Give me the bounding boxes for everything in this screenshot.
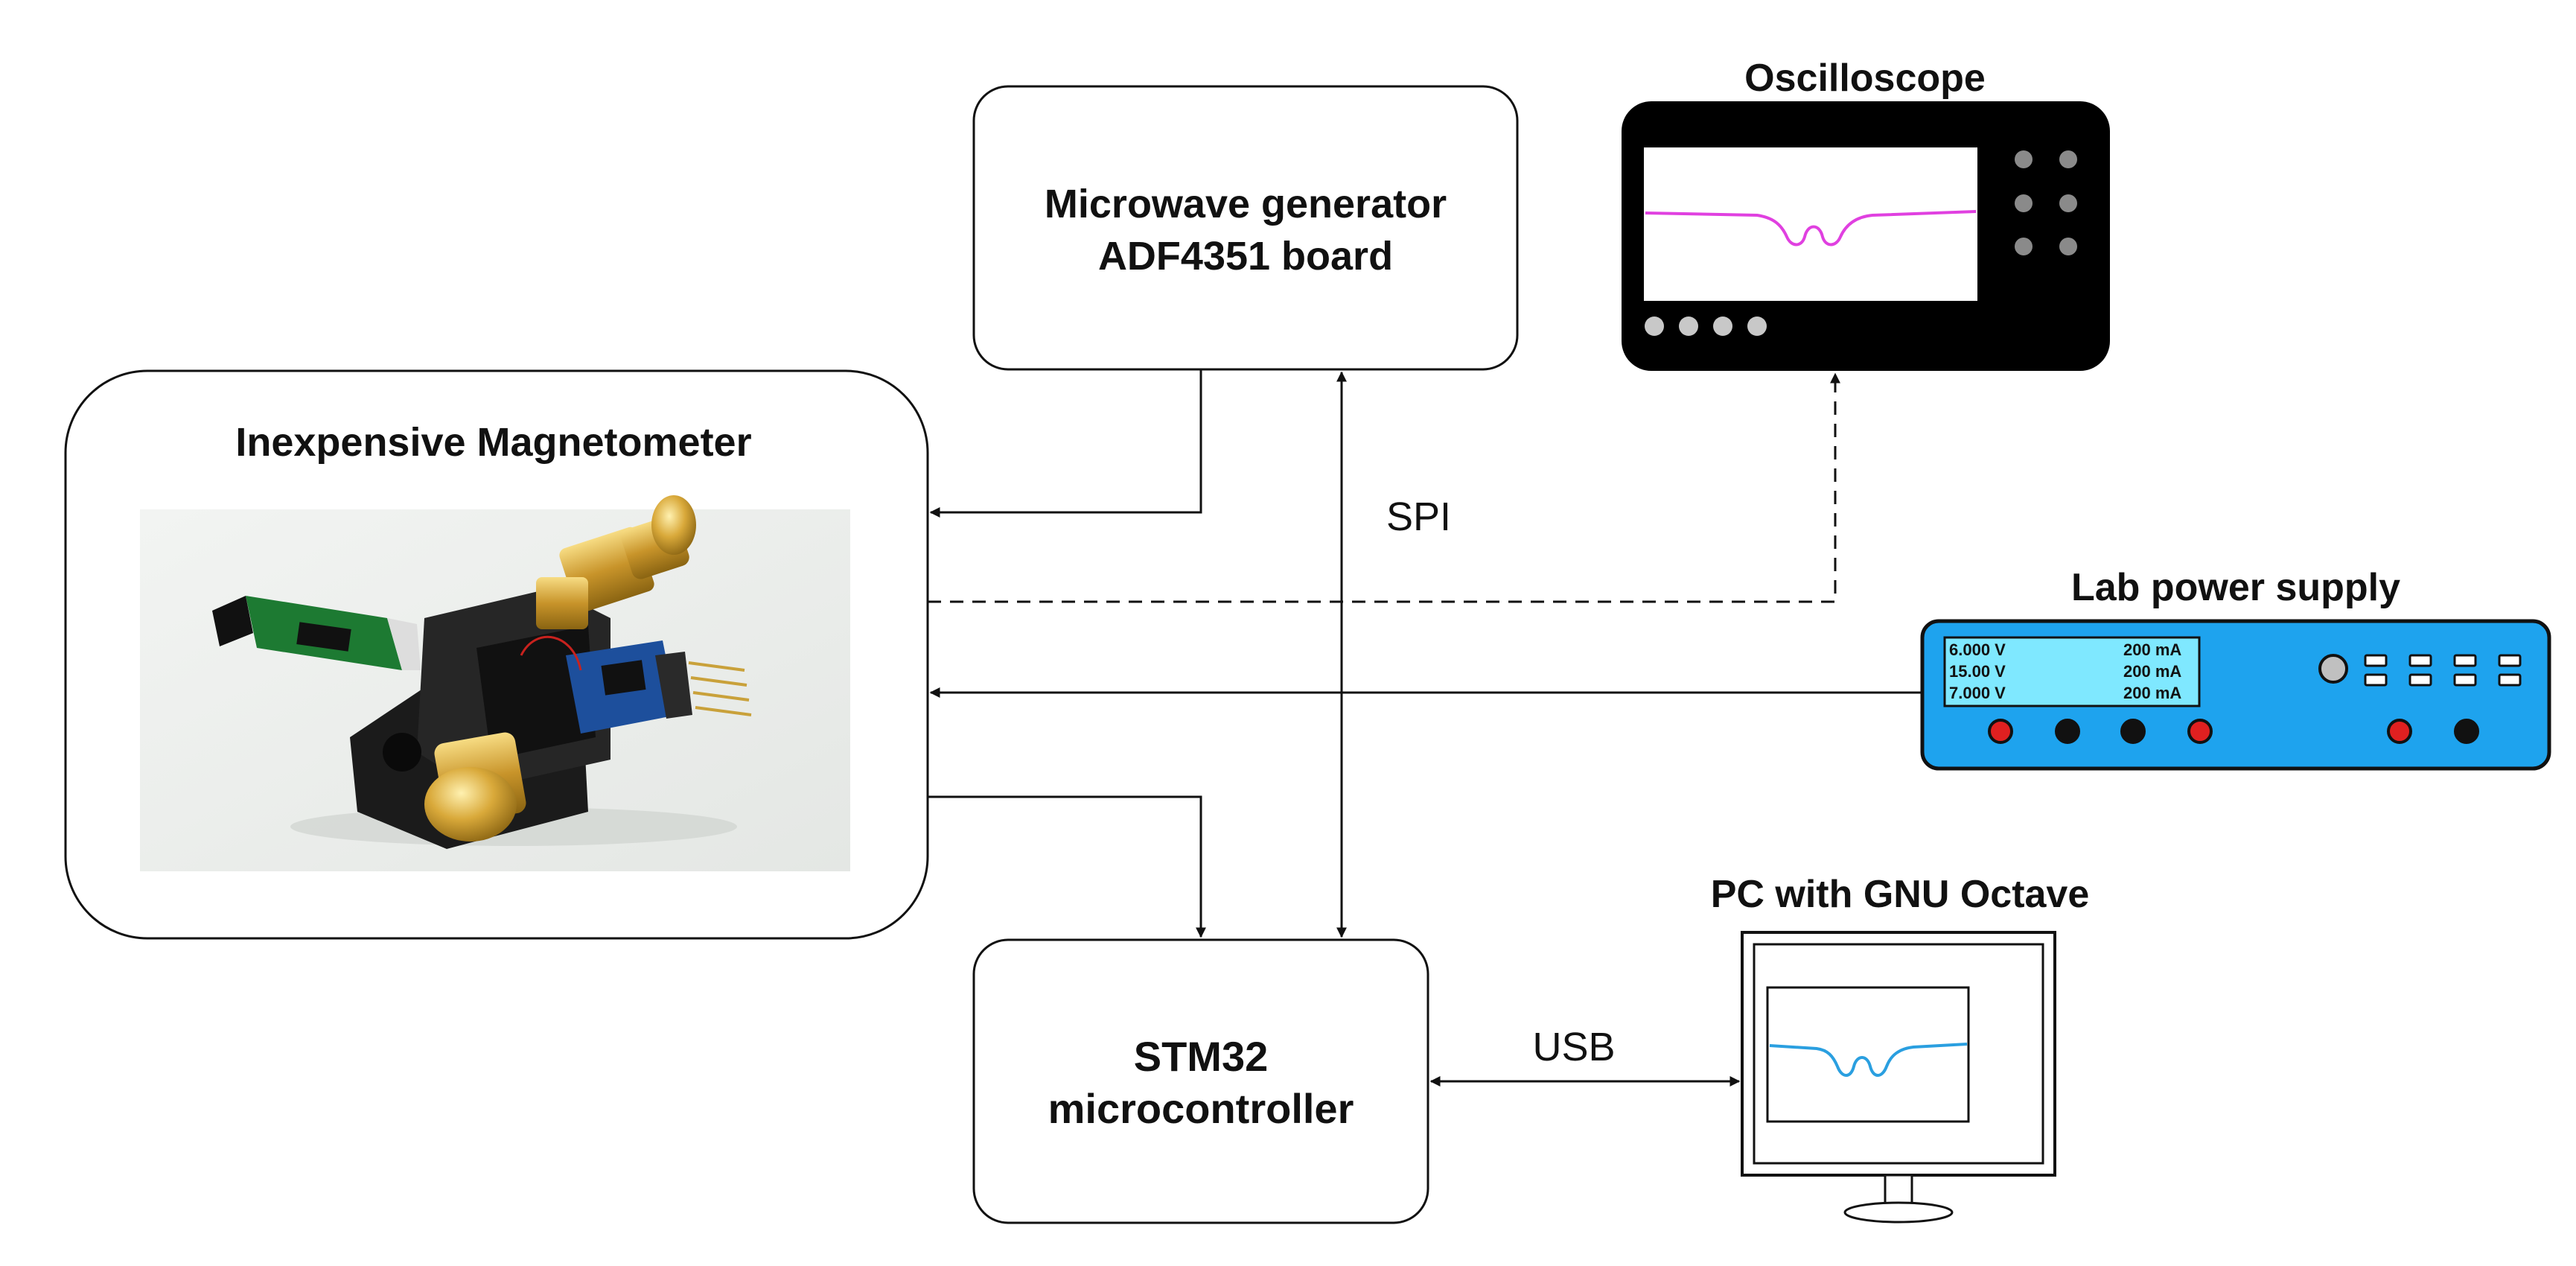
power-supply-label: Lab power supply: [2071, 566, 2400, 609]
magnetometer-to-stm32-arrow: [928, 795, 1206, 938]
microwave-generator-block: Microwave generator ADF4351 board: [972, 85, 1519, 371]
oscilloscope: Oscilloscope: [1622, 57, 2110, 371]
pc-label: PC with GNU Octave: [1711, 873, 2090, 916]
power-supply-terminals: [1988, 719, 2479, 744]
ps-row2-voltage: 15.00 V: [1949, 662, 2006, 681]
ps-row1-current: 200 mA: [2123, 640, 2181, 659]
microwave-generator-title: Microwave generator: [1045, 182, 1447, 226]
ps-row3-current: 200 mA: [2123, 684, 2181, 702]
pc: PC with GNU Octave: [1711, 873, 2090, 1224]
ps-row2-current: 200 mA: [2123, 662, 2181, 681]
power-supply-keys: [2364, 654, 2522, 687]
magnetometer-photo: [140, 495, 850, 871]
microwave-generator-subtitle: ADF4351 board: [1098, 234, 1393, 279]
oscilloscope-buttons: [1645, 316, 1767, 336]
spi-label: SPI: [1386, 494, 1451, 539]
pc-base: [1843, 1201, 1954, 1224]
oscilloscope-screen: [1644, 147, 1977, 301]
pc-trace: [1769, 1043, 1968, 1077]
oscilloscope-label: Oscilloscope: [1744, 57, 1986, 100]
stm32-block: STM32 microcontroller: [972, 938, 1429, 1224]
magnetometer-block: Inexpensive Magnetometer: [64, 369, 929, 940]
connections: [928, 369, 1922, 1087]
ps-row1-voltage: 6.000 V: [1949, 640, 2006, 659]
oscilloscope-trace: [1645, 210, 1977, 246]
power-supply-knob: [2318, 654, 2348, 684]
usb-label: USB: [1532, 1025, 1615, 1069]
oscilloscope-knobs: [2015, 150, 2077, 255]
ps-row3-voltage: 7.000 V: [1949, 684, 2006, 702]
generator-to-magnetometer-arrow: [929, 369, 1202, 518]
stm32-title: STM32: [1134, 1033, 1269, 1080]
power-supply-display: [1943, 636, 2201, 707]
magnetometer-to-oscilloscope-arrow: [928, 372, 1840, 603]
stm32-subtitle: microcontroller: [1048, 1085, 1354, 1132]
pc-plot-window: [1766, 986, 1970, 1123]
magnetometer-title: Inexpensive Magnetometer: [235, 420, 751, 465]
lab-power-supply: Lab power supply 6.000 V 200 mA 15.00 V …: [1920, 566, 2551, 771]
